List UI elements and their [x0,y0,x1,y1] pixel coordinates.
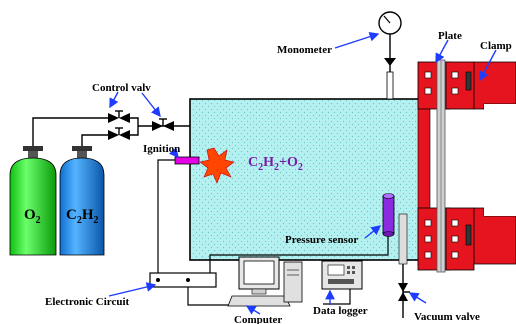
label-control-valve: Control valv [92,82,151,94]
label-vacuum-valve: Vacuum valve [414,311,480,323]
acetylene-cylinder: C2H2 [59,146,105,256]
ignition-electrode[interactable] [174,156,200,165]
label-clamp: Clamp [480,40,512,52]
label-ignition: Ignition [143,143,180,155]
label-electronic-circuit: Electronic Circuit [45,296,130,308]
label-arrows [108,31,497,315]
electronic-circuit-box [149,272,217,288]
pressure-sensor [382,193,395,237]
control-valve-lower[interactable] [108,127,130,140]
data-logger-icon [321,260,363,290]
spark-icon [199,147,235,184]
control-valve-upper[interactable] [108,110,130,123]
plate-and-clamp [417,59,516,273]
chamber-gas-formula: C2H2+O2 [248,155,303,173]
label-plate: Plate [438,30,462,42]
label-monometer: Monometer [277,44,332,56]
oxygen-cylinder: O2 [9,146,57,256]
combustion-chamber [189,98,421,261]
label-computer: Computer [234,314,282,324]
label-data-logger: Data logger [313,305,368,317]
svg-text:O2: O2 [24,207,41,226]
pressure-gauge-icon [378,11,402,100]
computer-icon [227,256,303,307]
vacuum-valve-icon[interactable] [398,283,410,301]
svg-text:C2H2: C2H2 [66,207,99,226]
label-pressure-sensor: Pressure sensor [285,234,358,246]
control-valve-main[interactable] [152,118,174,131]
